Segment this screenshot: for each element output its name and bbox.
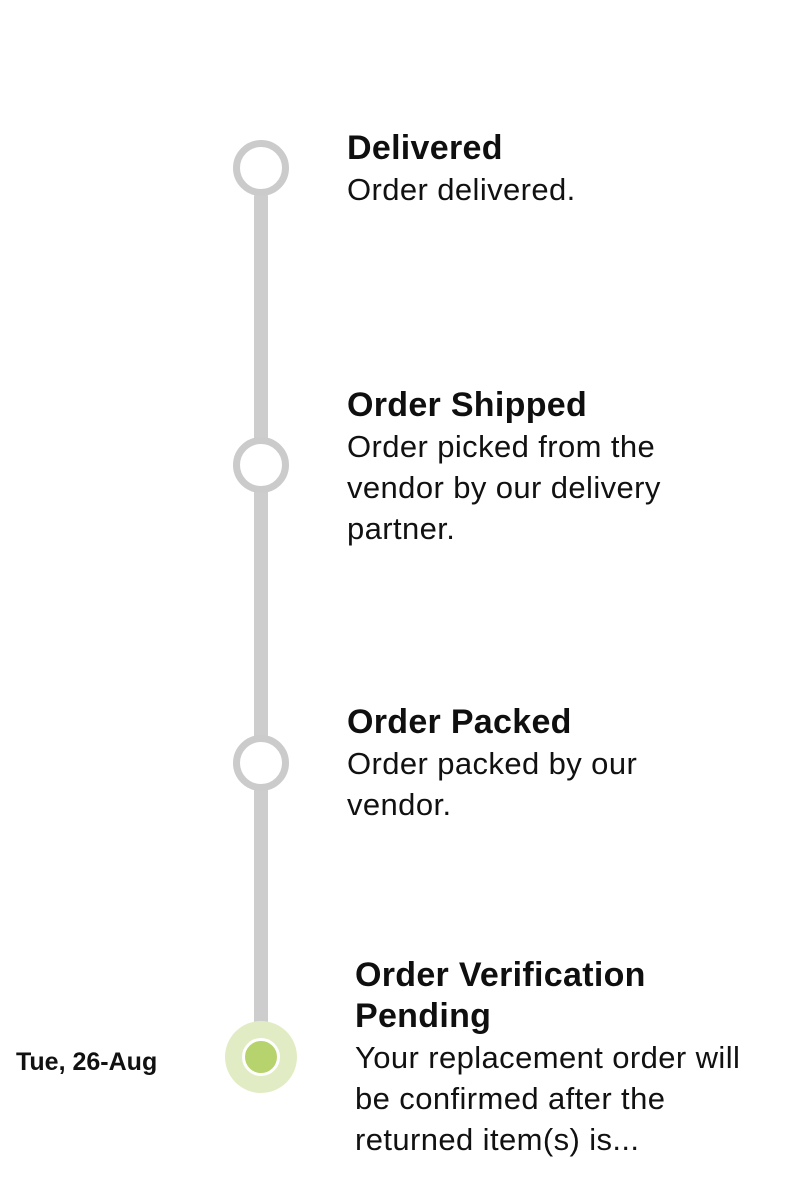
step-description: Order packed by our vendor. — [347, 746, 638, 822]
step-node-verification-active — [225, 1021, 297, 1093]
step-title: Order Verification Pending — [355, 956, 646, 1035]
step-node-shipped — [233, 437, 289, 493]
step-node-delivered — [233, 140, 289, 196]
step-title: Order Packed — [347, 703, 572, 741]
step-description: Order delivered. — [347, 172, 576, 207]
step-order-packed: Order Packed Order packed by our vendor. — [347, 702, 647, 825]
step-node-packed — [233, 735, 289, 791]
active-node-dot — [242, 1038, 280, 1076]
step-title: Order Shipped — [347, 386, 588, 424]
step-description: Order picked from the vendor by our deli… — [347, 429, 661, 546]
timeline-line — [254, 190, 268, 1030]
step-order-verification-pending: Order Verification Pending Your replacem… — [355, 955, 775, 1160]
step-description: Your replacement order will be confirmed… — [355, 1040, 741, 1157]
step-date: Tue, 26-Aug — [16, 1048, 158, 1076]
step-delivered: Delivered Order delivered. — [347, 128, 787, 210]
step-title: Delivered — [347, 129, 503, 167]
step-order-shipped: Order Shipped Order picked from the vend… — [347, 385, 747, 549]
